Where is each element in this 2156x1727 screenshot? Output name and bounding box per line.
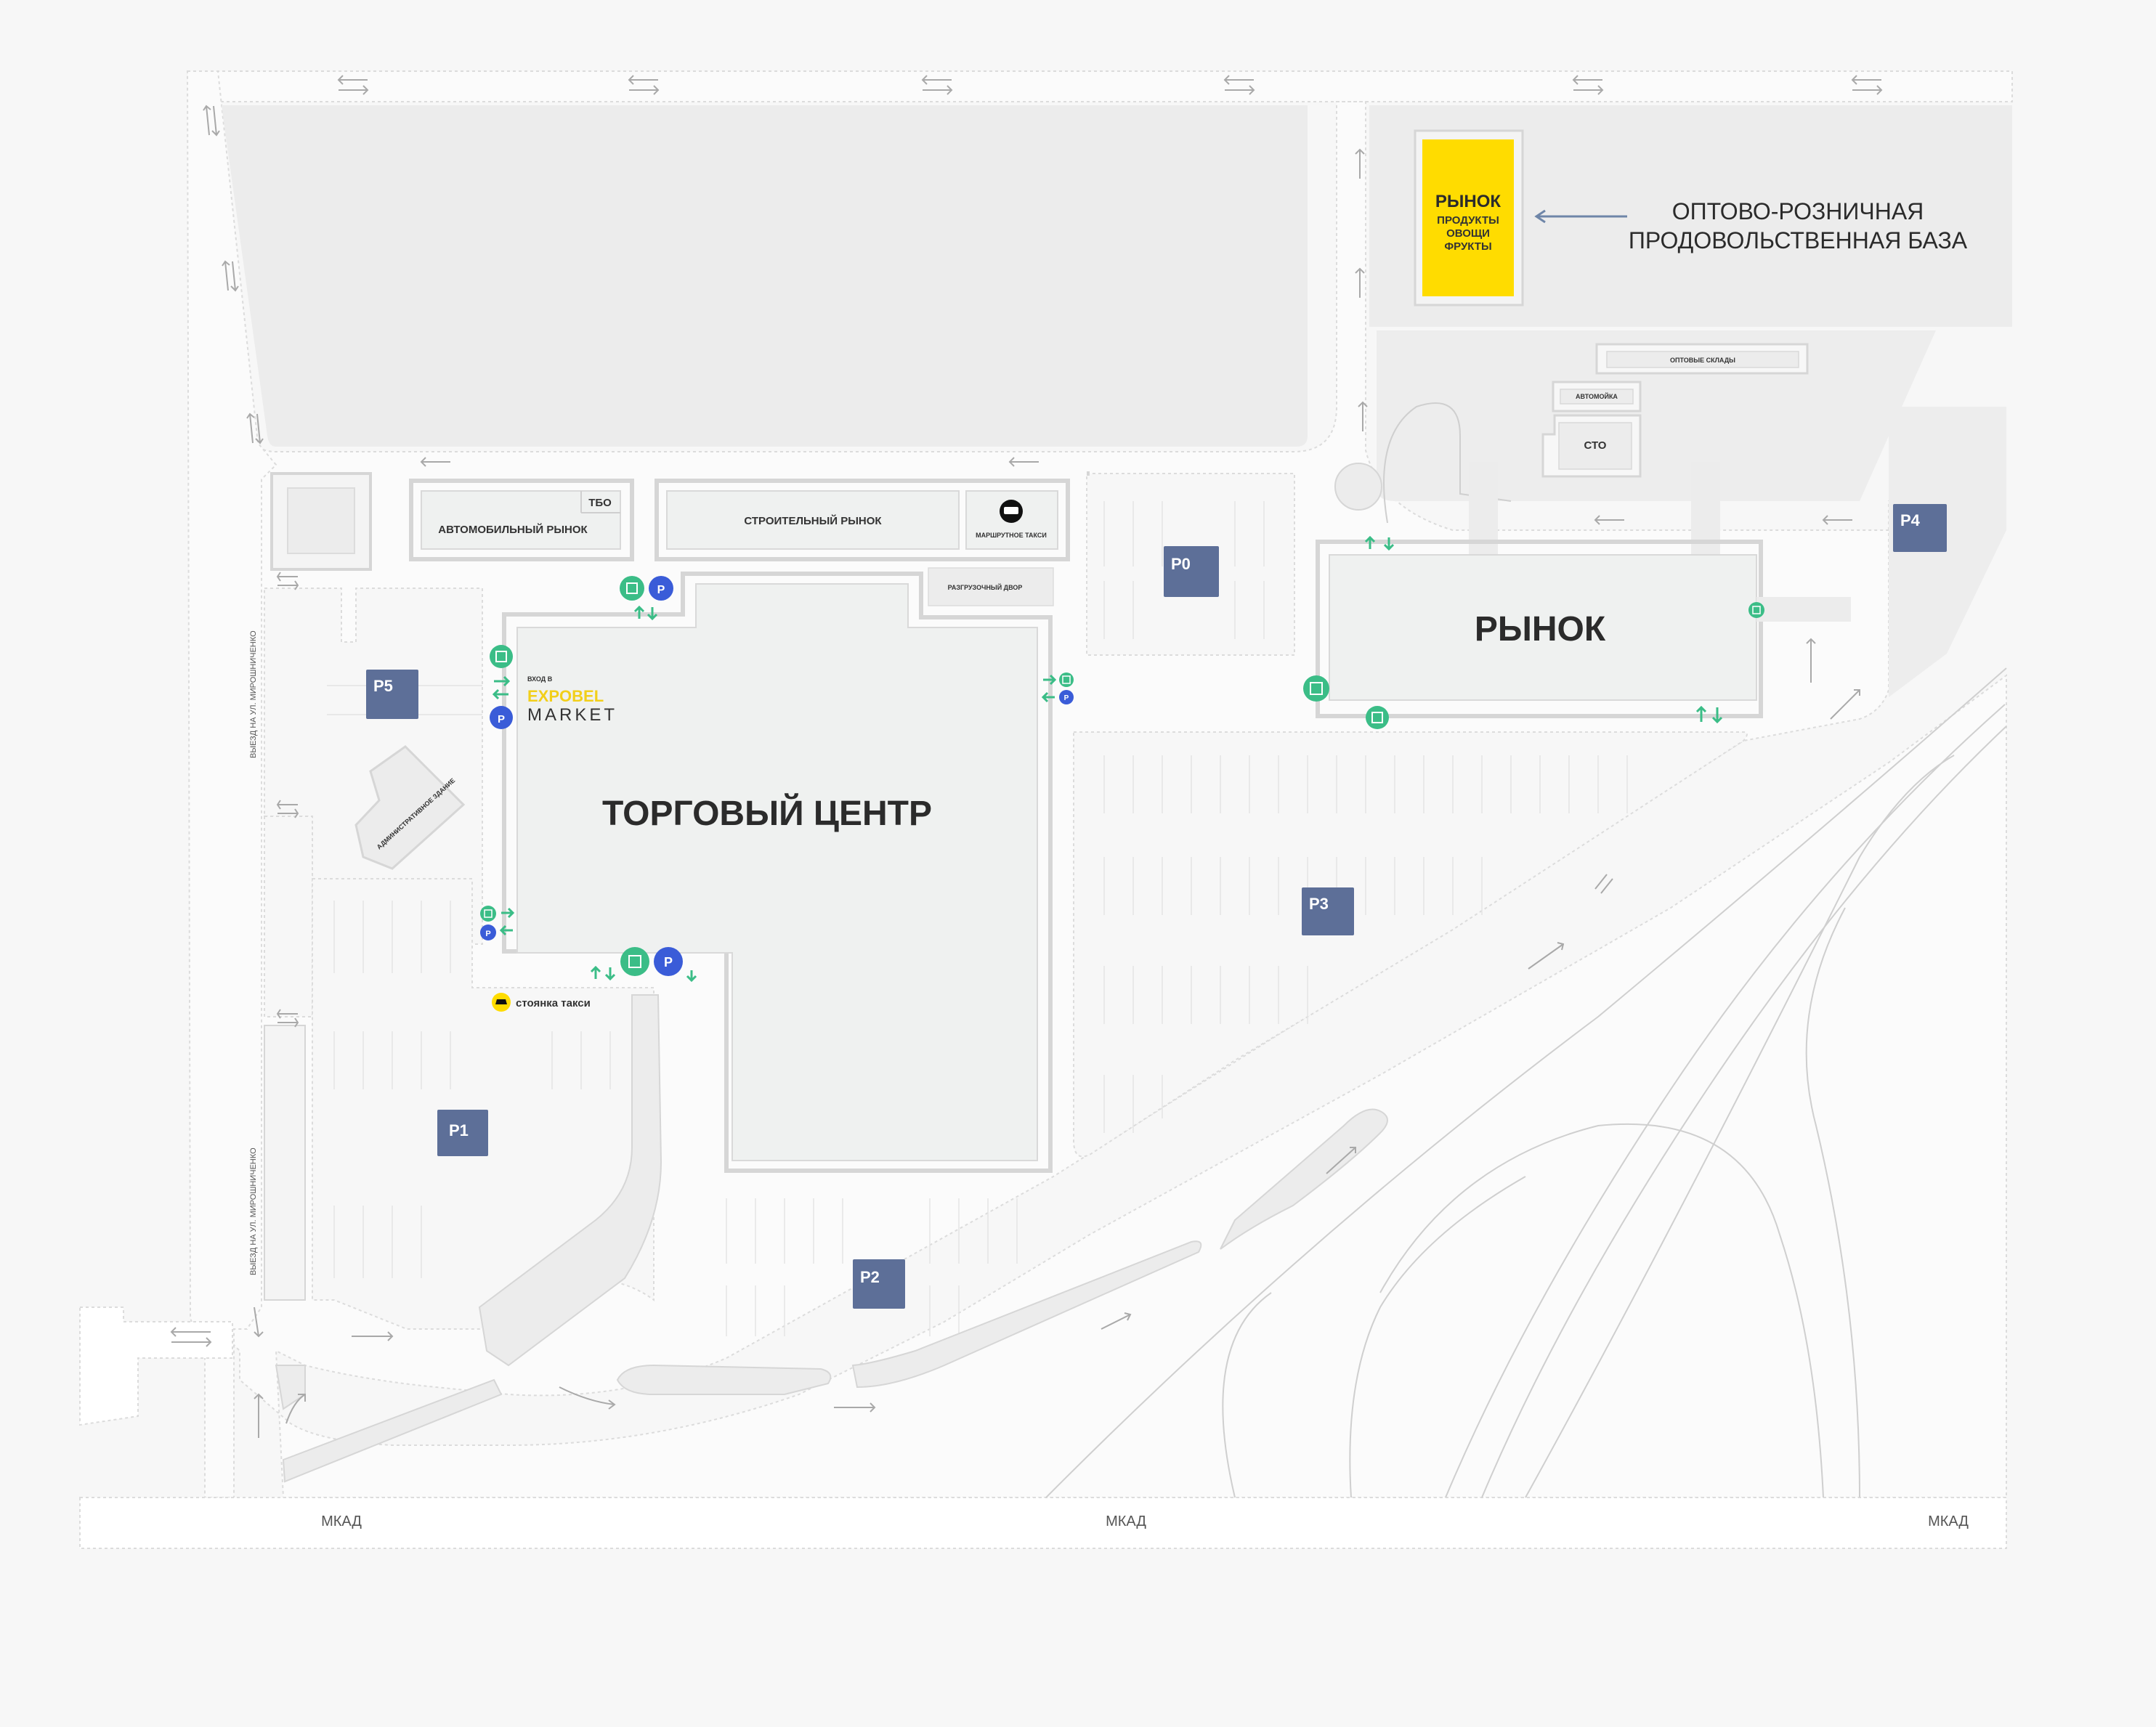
entrance-icon[interactable]: [1059, 672, 1074, 687]
parking-icon[interactable]: P: [654, 947, 683, 976]
mkad-label-right: МКАД: [1928, 1513, 1969, 1529]
unloading-yard[interactable]: [928, 567, 1054, 606]
entrance-icon[interactable]: [1748, 602, 1764, 618]
sto-building[interactable]: [1558, 422, 1632, 470]
mkad-label-center: МКАД: [1106, 1513, 1146, 1529]
build-market-building[interactable]: [666, 490, 960, 550]
parking-p1[interactable]: P1: [437, 1110, 488, 1156]
parking-icon[interactable]: P: [649, 576, 673, 601]
small-building: [287, 487, 355, 554]
tbo-label: ТБО: [588, 497, 612, 509]
svg-text:P5: P5: [373, 677, 393, 695]
top-row: ТБО АВТОМОБИЛЬНЫЙ РЫНОК СТРОИТЕЛЬНЫЙ РЫН…: [270, 472, 1070, 606]
svg-text:P: P: [657, 584, 665, 596]
svg-text:P1: P1: [449, 1121, 469, 1139]
entrance-icon[interactable]: [480, 906, 496, 922]
parking-icon[interactable]: P: [480, 925, 496, 940]
market-top-building[interactable]: [1422, 139, 1514, 296]
entrance-icon[interactable]: [490, 645, 513, 668]
entrance-icon[interactable]: [1366, 706, 1389, 729]
svg-text:P: P: [664, 955, 673, 970]
mkad-labels: МКАД МКАД МКАД: [321, 1513, 1969, 1529]
svg-text:P: P: [1064, 694, 1069, 702]
entrance-icons: P P P P P: [480, 576, 1764, 976]
interchange: [1045, 667, 2007, 1498]
market-top-sub2: ОВОЩИ: [1446, 227, 1490, 240]
parking-icon[interactable]: P: [490, 706, 513, 729]
wholesale-title-line2: ПРОДОВОЛЬСТВЕННАЯ БАЗА: [1629, 227, 1968, 253]
car-market-building[interactable]: [421, 490, 621, 550]
market-top-sub1: ПРОДУКТЫ: [1437, 214, 1499, 227]
left-area: АДМИНИСТРАТИВНОЕ ЗДАНИЕ стоянка такси: [249, 588, 654, 1330]
taxi-label: стоянка такси: [516, 997, 591, 1009]
service-area: ОПТОВЫЕ СКЛАДЫ АВТОМОЙКА СТО: [1334, 343, 1809, 556]
expobel-logo: EXPOBEL: [527, 687, 604, 705]
direction-arrows: [170, 75, 1883, 1438]
direction-arrow-icon: [170, 75, 1883, 1438]
carwash-building[interactable]: [1560, 389, 1634, 405]
bottom-left-ramp: [275, 1365, 503, 1483]
svg-text:P2: P2: [860, 1268, 880, 1286]
parking-p4[interactable]: P4: [1893, 504, 1947, 552]
mkad-label-left: МКАД: [321, 1513, 362, 1529]
parking-p0[interactable]: P0: [1164, 546, 1219, 597]
admin-building[interactable]: [354, 745, 466, 870]
svg-text:P0: P0: [1171, 555, 1191, 573]
mall: ВХОД В EXPOBEL MARKET ТОРГОВЫЙ ЦЕНТР: [502, 572, 1053, 1173]
svg-text:P: P: [485, 930, 490, 938]
entrance-icon[interactable]: [620, 947, 649, 976]
carwash-label: АВТОМОЙКА: [1576, 392, 1618, 400]
market-top-title: РЫНОК: [1435, 192, 1502, 211]
exit-street-label-2: ВЫЕЗД НА УЛ. МИРОШНИЧЕНКО: [249, 1147, 258, 1275]
market-logo: MARKET: [527, 705, 617, 725]
parking-p2[interactable]: P2: [853, 1259, 905, 1309]
minibus-label: МАРШРУТНОЕ ТАКСИ: [976, 532, 1047, 539]
warehouses-building[interactable]: [1606, 351, 1799, 368]
parking-markers: P0 P1 P2 P3 P4 P5: [366, 504, 1947, 1309]
unloading-label: РАЗГРУЗОЧНЫЙ ДВОР: [948, 583, 1023, 591]
market-top-sub3: ФРУКТЫ: [1444, 240, 1491, 253]
entrance-icon[interactable]: [1303, 675, 1329, 702]
parking-icon[interactable]: P: [1059, 690, 1074, 704]
entrance-label: ВХОД В: [527, 675, 553, 683]
mall-label: ТОРГОВЫЙ ЦЕНТР: [602, 793, 932, 833]
exit-street-label-1: ВЫЕЗД НА УЛ. МИРОШНИЧЕНКО: [249, 630, 258, 758]
parking-p5[interactable]: P5: [366, 670, 418, 719]
svg-text:P: P: [498, 713, 505, 726]
wholesale-base: РЫНОК ПРОДУКТЫ ОВОЩИ ФРУКТЫ ОПТОВО-РОЗНИ…: [1414, 129, 1968, 306]
market-main-label: РЫНОК: [1475, 610, 1606, 649]
entrance-arrows: [492, 535, 1723, 983]
p2-area: [478, 994, 1202, 1395]
car-market-label: АВТОМОБИЛЬНЫЙ РЫНОК: [438, 523, 588, 536]
parking-p3[interactable]: P3: [1302, 887, 1354, 935]
svg-text:P4: P4: [1900, 511, 1921, 529]
market-main: РЫНОК: [1316, 540, 1851, 718]
svg-text:P3: P3: [1309, 895, 1329, 913]
roundabout: [1334, 463, 1382, 511]
sto-label: СТО: [1584, 439, 1607, 452]
warehouses-label: ОПТОВЫЕ СКЛАДЫ: [1670, 357, 1735, 364]
market-main-building[interactable]: [1329, 554, 1757, 701]
wholesale-title-line1: ОПТОВО-РОЗНИЧНАЯ: [1672, 198, 1924, 224]
pointer-arrow-icon: [1534, 209, 1627, 224]
mkad-road: [79, 1497, 2007, 1549]
p3-area: [1073, 731, 1748, 1158]
build-market-label: СТРОИТЕЛЬНЫЙ РЫНОК: [744, 514, 882, 527]
entrance-icon[interactable]: [620, 576, 644, 601]
